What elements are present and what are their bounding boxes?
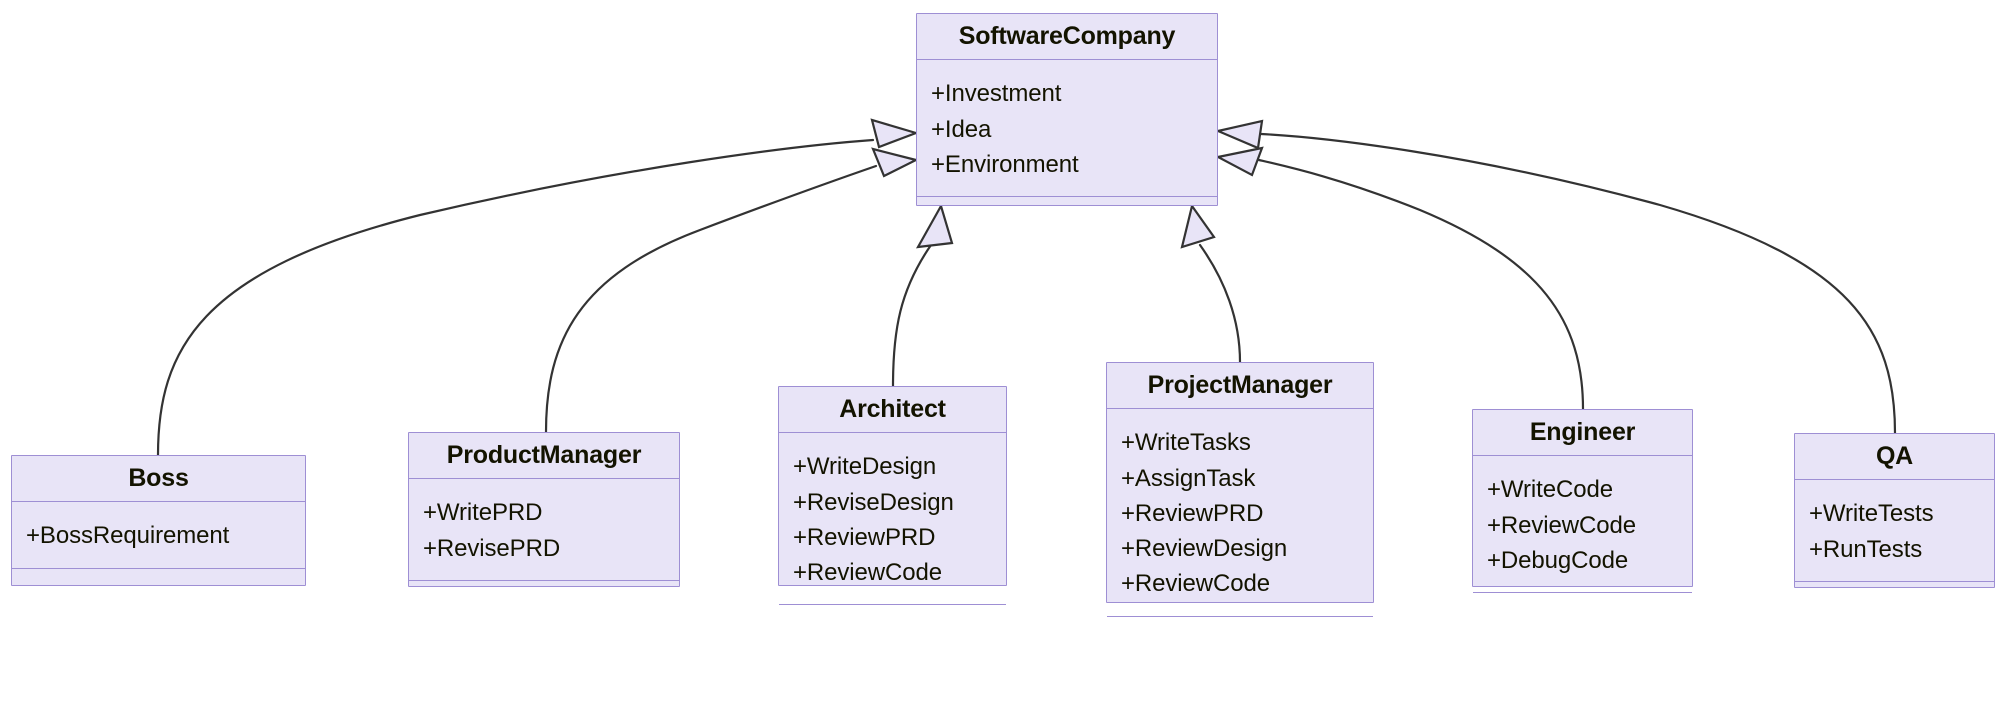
attribute-row: +RunTests	[1809, 535, 1923, 563]
class-attributes-architect: +WriteDesign +ReviseDesign +ReviewPRD +R…	[779, 433, 1006, 606]
class-title-projectmanager: ProjectManager	[1107, 363, 1373, 410]
edge-architect-to-softwarecompany	[891, 243, 933, 388]
class-methods-productmanager	[409, 581, 679, 603]
class-attributes-boss: +BossRequirement	[12, 502, 305, 569]
inheritance-arrowhead-engineer	[1214, 146, 1264, 177]
attribute-row: +WriteTests	[1809, 500, 1934, 528]
class-attributes-qa: +WriteTests +RunTests	[1795, 480, 1994, 582]
inheritance-arrowhead-boss	[870, 118, 920, 149]
attribute-row: +Investment	[931, 80, 1062, 108]
attribute-row: +BossRequirement	[26, 522, 230, 550]
class-box-engineer[interactable]: Engineer +WriteCode +ReviewCode +DebugCo…	[1472, 409, 1693, 594]
attribute-row: +WriteCode	[1487, 476, 1613, 504]
class-methods-engineer	[1473, 593, 1692, 615]
class-title-softwarecompany: SoftwareCompany	[917, 14, 1217, 61]
class-title-productmanager: ProductManager	[409, 433, 679, 480]
inheritance-arrowhead-qa	[1214, 119, 1264, 150]
attribute-row: +WriteDesign	[793, 453, 937, 481]
attribute-row: +ReviseDesign	[793, 488, 954, 516]
attribute-row: +DebugCode	[1487, 546, 1629, 574]
attribute-row: +WritePRD	[423, 499, 543, 527]
class-methods-architect	[779, 605, 1006, 627]
class-methods-softwarecompany	[917, 197, 1217, 219]
class-methods-qa	[1795, 582, 1994, 604]
class-attributes-engineer: +WriteCode +ReviewCode +DebugCode	[1473, 456, 1692, 594]
attribute-row: +Idea	[931, 115, 992, 143]
attribute-row: +AssignTask	[1121, 464, 1256, 492]
class-box-architect[interactable]: Architect +WriteDesign +ReviseDesign +Re…	[778, 386, 1007, 606]
attribute-row: +ReviewDesign	[1121, 535, 1288, 563]
attribute-row: +Environment	[931, 150, 1079, 178]
class-title-architect: Architect	[779, 387, 1006, 434]
class-title-qa: QA	[1795, 434, 1994, 481]
attribute-row: +ReviewPRD	[793, 523, 936, 551]
class-box-softwarecompany[interactable]: SoftwareCompany +Investment +Idea +Envir…	[916, 13, 1218, 206]
class-attributes-softwarecompany: +Investment +Idea +Environment	[917, 60, 1217, 198]
attribute-row: +ReviewCode	[1487, 511, 1636, 539]
class-box-productmanager[interactable]: ProductManager +WritePRD +RevisePRD	[408, 432, 680, 587]
class-title-engineer: Engineer	[1473, 410, 1692, 457]
class-box-boss[interactable]: Boss +BossRequirement	[11, 455, 306, 586]
attribute-row: +ReviewCode	[1121, 570, 1270, 598]
class-methods-boss	[12, 569, 305, 591]
class-methods-projectmanager	[1107, 617, 1373, 639]
class-attributes-projectmanager: +WriteTasks +AssignTask +ReviewPRD +Revi…	[1107, 409, 1373, 617]
class-box-projectmanager[interactable]: ProjectManager +WriteTasks +AssignTask +…	[1106, 362, 1374, 617]
edge-projectmanager-to-softwarecompany	[1198, 243, 1242, 364]
inheritance-arrowhead-productmanager	[871, 147, 920, 178]
class-title-boss: Boss	[12, 456, 305, 503]
attribute-row: +ReviewCode	[793, 559, 942, 587]
class-box-qa[interactable]: QA +WriteTests +RunTests	[1794, 433, 1995, 588]
attribute-row: +RevisePRD	[423, 534, 561, 562]
class-attributes-productmanager: +WritePRD +RevisePRD	[409, 479, 679, 581]
attribute-row: +WriteTasks	[1121, 429, 1251, 457]
edge-boss-to-softwarecompany	[156, 138, 875, 457]
attribute-row: +ReviewPRD	[1121, 499, 1264, 527]
